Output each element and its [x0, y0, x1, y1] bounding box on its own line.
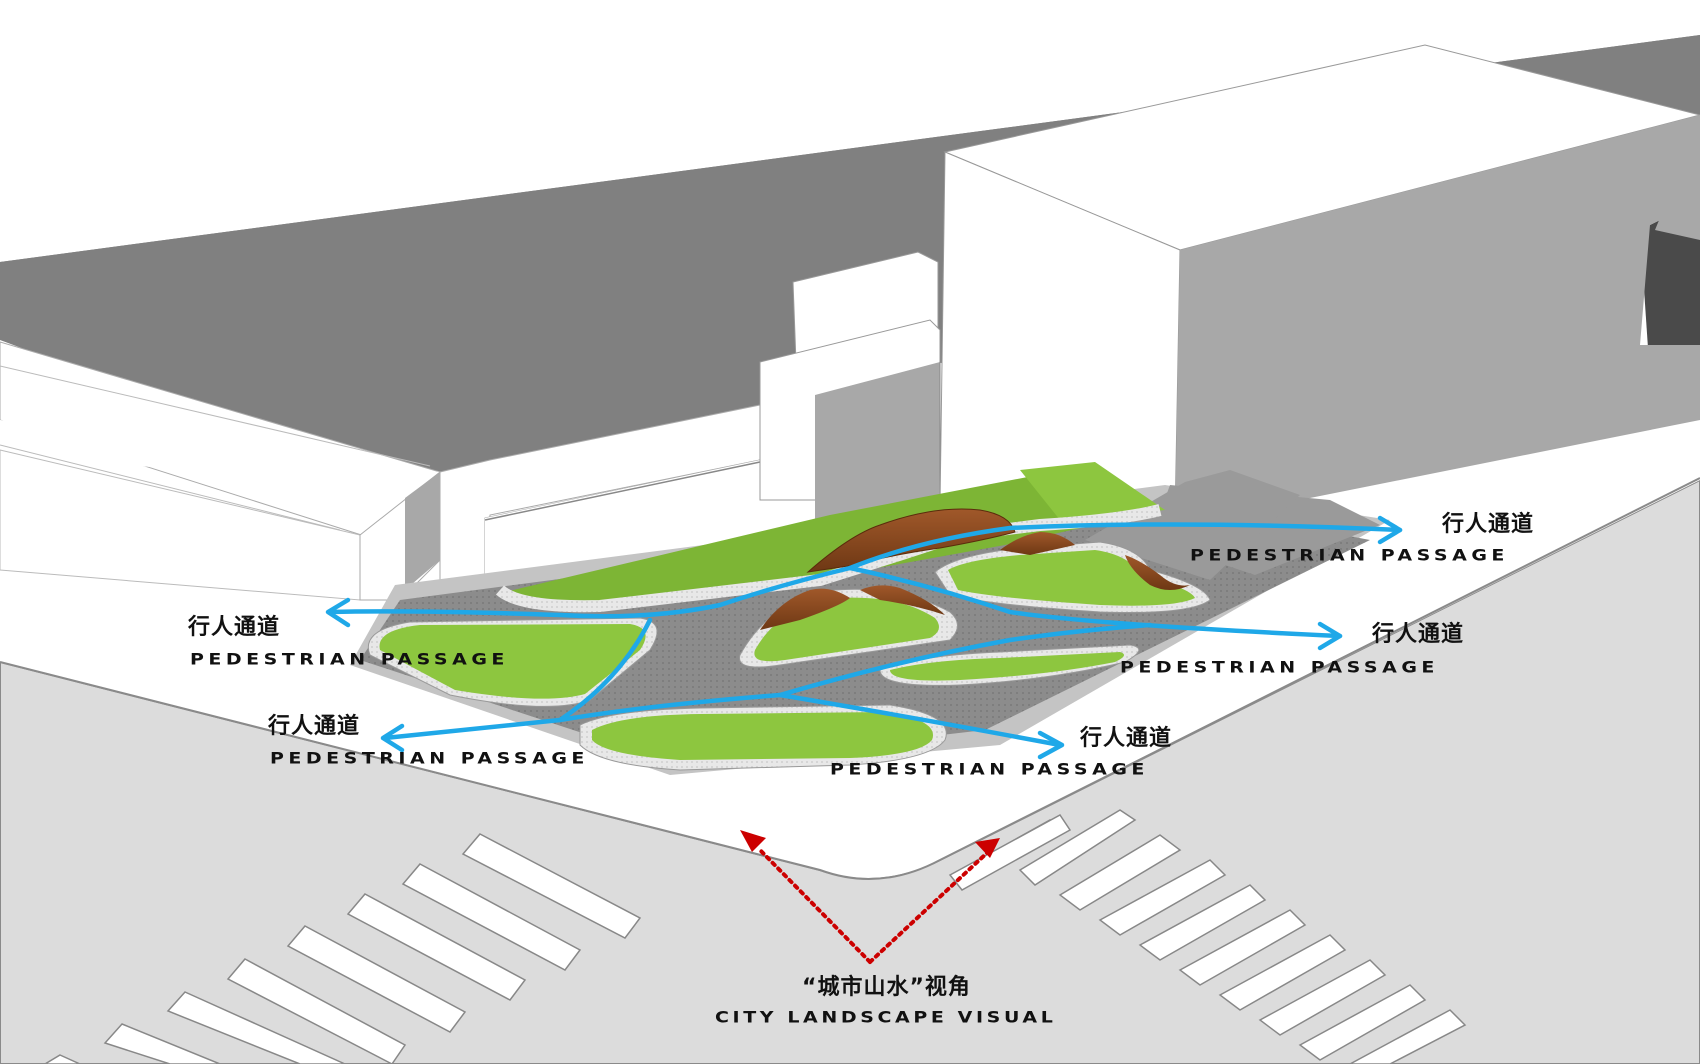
crosswalk-left	[43, 833, 642, 1064]
label-passage-sw-en: PEDESTRIAN PASSAGE	[270, 749, 589, 768]
label-view-cn: “城市山水”视角	[802, 975, 971, 1000]
route-sw-to-ne-upper	[557, 622, 1153, 723]
label-passage-ne-en: PEDESTRIAN PASSAGE	[1190, 546, 1509, 565]
arrowhead-sw	[380, 723, 405, 753]
label-passage-sw-cn: 行人通道	[268, 714, 361, 739]
label-passage-w-en: PEDESTRIAN PASSAGE	[190, 650, 509, 669]
pedestrian-passage-routes	[325, 515, 1403, 760]
building-right-tall	[939, 44, 1700, 525]
view-arrowhead-right	[975, 838, 1000, 858]
label-passage-e-cn: 行人通道	[1372, 622, 1465, 647]
view-arrowhead-left	[740, 830, 766, 852]
view-angle-marker	[740, 830, 1000, 964]
arrowhead-w	[325, 597, 351, 628]
label-passage-w-cn: 行人通道	[188, 615, 281, 640]
arrowhead-e	[1317, 621, 1343, 651]
route-center-to-e	[847, 565, 1343, 639]
timber-landforms	[760, 508, 1190, 630]
lawn-islands	[368, 541, 1211, 771]
label-view-en: CITY LANDSCAPE VISUAL	[715, 1008, 1057, 1027]
arrowhead-se	[1037, 730, 1065, 760]
label-passage-se-en: PEDESTRIAN PASSAGE	[830, 760, 1149, 779]
label-passage-e-en: PEDESTRIAN PASSAGE	[1120, 658, 1439, 677]
route-w-to-ne	[327, 522, 1403, 619]
label-passage-se-cn: 行人通道	[1080, 726, 1173, 751]
crosswalk-right	[948, 809, 1467, 1064]
label-passage-ne-cn: 行人通道	[1442, 512, 1535, 537]
arrowhead-ne	[1377, 515, 1403, 545]
building-left-low	[0, 341, 441, 601]
route-center-to-se	[777, 692, 1063, 748]
